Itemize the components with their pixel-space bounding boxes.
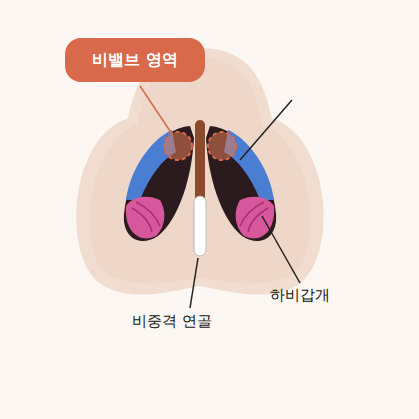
septum-cartilage [195, 120, 205, 202]
part-label: 하비갑개 [270, 286, 330, 305]
leader-line [240, 100, 292, 160]
leader-line [262, 216, 300, 283]
leader-line [190, 258, 198, 308]
left-turbinate-lines [132, 202, 160, 232]
valve-area-right [208, 132, 236, 160]
left-turbinate [126, 197, 165, 239]
right-turbinate-lines [240, 202, 268, 232]
callout-text: 비밸브 영역 [92, 50, 178, 71]
nose-shade [89, 58, 310, 283]
valve-area-left [164, 132, 192, 160]
callout-box: 비밸브 영역 [65, 38, 205, 82]
nose-skin [76, 48, 323, 295]
part-label: 비중격 연골 [132, 312, 212, 331]
right-turbinate [236, 197, 275, 239]
septum-tip [194, 196, 206, 256]
left-nostril [124, 126, 194, 241]
leader-line [140, 86, 172, 134]
